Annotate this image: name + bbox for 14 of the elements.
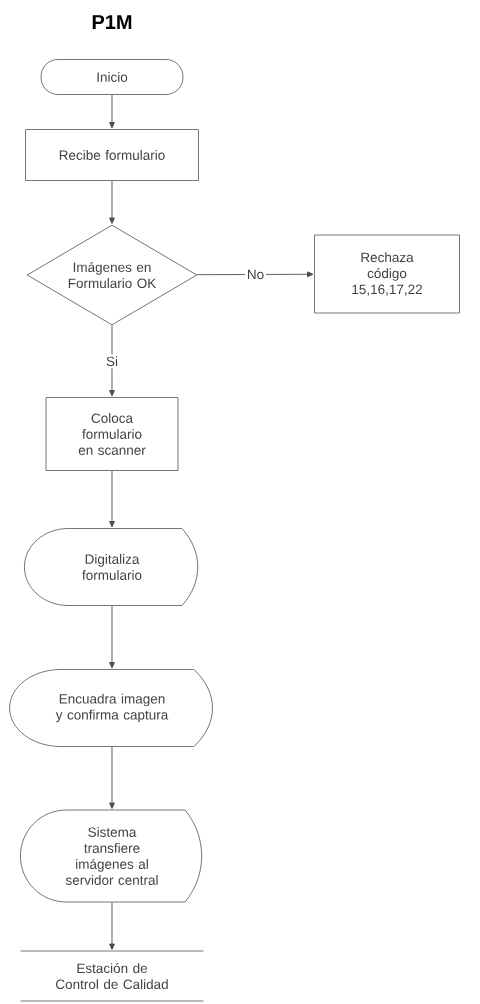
- arrow: [109, 746, 115, 809]
- process-box: Rechaza código 15,16,17,22: [314, 234, 460, 314]
- arrow: [196, 271, 314, 278]
- arrow: [109, 902, 115, 950]
- arrow: [109, 605, 115, 669]
- title: P1M: [92, 15, 132, 29]
- process-box: Recibe formulario: [25, 129, 199, 181]
- arrow: [109, 180, 115, 224]
- edge-label: Si: [104, 354, 120, 369]
- process-box: Coloca formulario en scanner: [45, 397, 179, 471]
- arrow: [109, 325, 115, 397]
- arrow: [109, 470, 115, 528]
- arrow: [109, 94, 115, 129]
- edge-label: No: [244, 267, 267, 282]
